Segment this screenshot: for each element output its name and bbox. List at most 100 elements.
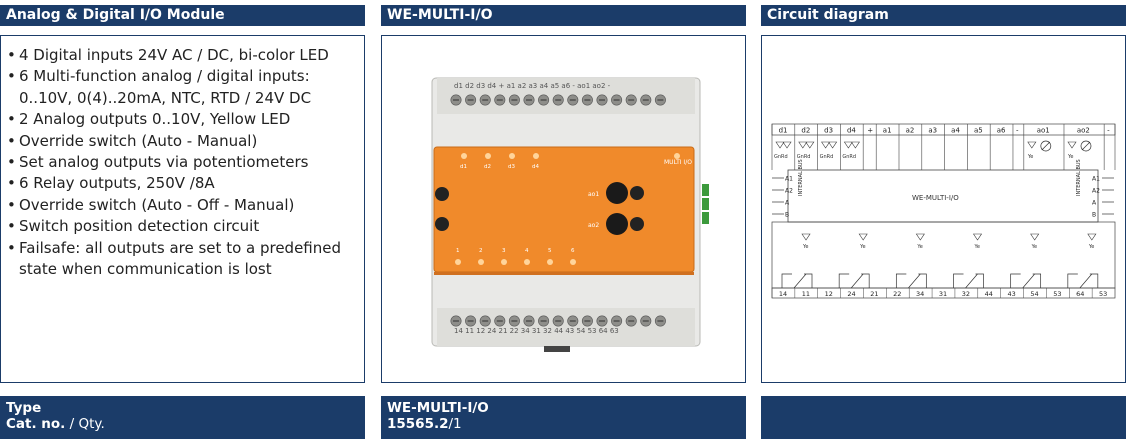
- diagram-terminal-label: d4: [847, 127, 856, 135]
- relay-terminal-label: 31: [939, 290, 947, 298]
- relay-contact-icon: Ye: [781, 233, 813, 289]
- catno-value: 15565.2: [387, 416, 449, 432]
- header-right: Circuit diagram: [761, 5, 1126, 26]
- led-icon: [570, 259, 576, 265]
- diagram-terminal-label: a5: [974, 127, 983, 135]
- svg-text:Ye: Ye: [859, 244, 865, 250]
- diagram-terminal-label: a3: [928, 127, 937, 135]
- diagram-terminal-label: -: [1016, 127, 1019, 135]
- bus-terminal-label: A1: [1092, 176, 1100, 183]
- relay-contact-icon: Ye: [895, 233, 927, 289]
- led-icon: [547, 259, 553, 265]
- feature-item: Switch position detection circuit: [7, 216, 357, 238]
- override-switch-1: [435, 187, 449, 201]
- svg-text:Ye: Ye: [1031, 244, 1037, 250]
- top-terminal-block: [450, 94, 666, 106]
- relay-output-leds: 1 2 3 4 5 6: [455, 248, 576, 265]
- diagram-terminal-label: ao1: [1037, 127, 1050, 135]
- svg-text:Ye: Ye: [1088, 244, 1094, 250]
- bus-terminal-label: B: [785, 212, 789, 219]
- relay-led-label: 2: [479, 248, 483, 254]
- feature-item: 0..10V, 0(4)..20mA, NTC, RTD / 24V DC: [19, 88, 312, 107]
- bicolor-led-icon: GnRd: [797, 141, 815, 160]
- relay-led-label: 6: [571, 248, 575, 254]
- diagram-terminal-label: ao2: [1077, 127, 1090, 135]
- feature-item: 6 Relay outputs, 250V /8A: [7, 173, 357, 195]
- relay-led-label: 5: [548, 248, 552, 254]
- led-icon: [524, 259, 530, 265]
- analog-output-icon: Ye: [1067, 140, 1092, 160]
- qty-label: / Qty.: [65, 416, 105, 432]
- svg-text:GnRd: GnRd: [820, 154, 834, 160]
- feature-item: state when communication is lost: [19, 260, 272, 279]
- bus-connector-icon: [702, 184, 709, 196]
- diagram-module-block: WE-MULTI-I/O: [787, 169, 1099, 223]
- diagram-terminal-label: +: [867, 127, 873, 135]
- led-label: d4: [532, 164, 539, 170]
- bus-terminal-label: A1: [785, 176, 793, 183]
- footer-values: WE-MULTI-I/O 15565.2/1: [381, 396, 746, 439]
- potentiometer-ao2-icon: [606, 213, 628, 235]
- override-switch-2: [435, 217, 449, 231]
- footer-labels: Type Cat. no. / Qty.: [0, 396, 365, 439]
- ao2-label: ao2: [588, 222, 599, 229]
- svg-text:Ye: Ye: [1067, 154, 1073, 160]
- brand-label: MULTI I/O: [664, 159, 692, 166]
- feature-item: Override switch (Auto - Off - Manual): [7, 195, 357, 217]
- footer-empty: [761, 396, 1126, 439]
- feature-item: 4 Digital inputs 24V AC / DC, bi-color L…: [7, 45, 357, 67]
- feature-item: Override switch (Auto - Manual): [7, 131, 357, 153]
- relay-terminal-label: 64: [1076, 290, 1084, 298]
- qty-value: /1: [448, 416, 462, 432]
- svg-text:Ye: Ye: [916, 244, 922, 250]
- bus-terminal-label: B: [1092, 212, 1096, 219]
- led-icon: [455, 259, 461, 265]
- relay-contact-icon: Ye: [1010, 233, 1042, 289]
- feature-list: 4 Digital inputs 24V AC / DC, bi-color L…: [7, 45, 357, 280]
- relay-terminal-label: 22: [893, 290, 901, 298]
- relay-terminal-label: 12: [825, 290, 833, 298]
- bicolor-led-icon: GnRd: [842, 141, 860, 160]
- top-terminal-labels: d1 d2 d3 d4 + a1 a2 a3 a4 a5 a6 - ao1 ao…: [454, 82, 611, 90]
- relay-terminal-label: 53: [1053, 290, 1061, 298]
- feature-item: Failsafe: all outputs are set to a prede…: [7, 238, 357, 260]
- svg-text:GnRd: GnRd: [842, 154, 856, 160]
- bus-terminal-label: A2: [785, 188, 793, 195]
- diagram-terminal-label: a2: [906, 127, 915, 135]
- diagram-terminal-label: a1: [883, 127, 892, 135]
- internal-bus-label: INTERNAL BUS: [1076, 159, 1082, 196]
- diagram-terminal-label: a6: [997, 127, 1006, 135]
- relay-terminal-label: 34: [916, 290, 924, 298]
- product-photo: d1 d2 d3 d4 + a1 a2 a3 a4 a5 a6 - ao1 ao…: [431, 77, 709, 352]
- diagram-module-name: WE-MULTI-I/O: [912, 194, 959, 202]
- led-label: d1: [460, 164, 467, 170]
- diagram-terminal-label: d3: [824, 127, 833, 135]
- diagram-terminal-label: a4: [951, 127, 960, 135]
- svg-text:Ye: Ye: [802, 244, 808, 250]
- bottom-terminal-block: [450, 315, 666, 327]
- relay-terminal-label: 32: [962, 290, 970, 298]
- ao1-label: ao1: [588, 191, 599, 198]
- led-icon: [485, 153, 491, 159]
- relay-terminal-label: 44: [985, 290, 993, 298]
- relay-led-label: 4: [525, 248, 529, 254]
- relay-led-label: 1: [456, 248, 460, 254]
- type-label: Type: [6, 400, 42, 416]
- bottom-terminal-labels: 14 11 12 24 21 22 34 31 32 44 43 54 53 6…: [454, 327, 619, 335]
- relay-terminal-label: 14: [779, 290, 787, 298]
- feature-item: 6 Multi-function analog / digital inputs…: [7, 66, 357, 88]
- relay-contact-icon: Ye: [1067, 233, 1099, 289]
- relay-led-label: 3: [502, 248, 506, 254]
- svg-text:Ye: Ye: [1027, 154, 1033, 160]
- feature-item: 2 Analog outputs 0..10V, Yellow LED: [7, 109, 357, 131]
- svg-text:GnRd: GnRd: [797, 154, 811, 160]
- relay-terminal-label: 11: [802, 290, 810, 298]
- diagram-terminal-label: d1: [779, 127, 788, 135]
- relay-terminal-label: 53: [1099, 290, 1107, 298]
- bus-terminal-label: A: [1092, 200, 1097, 207]
